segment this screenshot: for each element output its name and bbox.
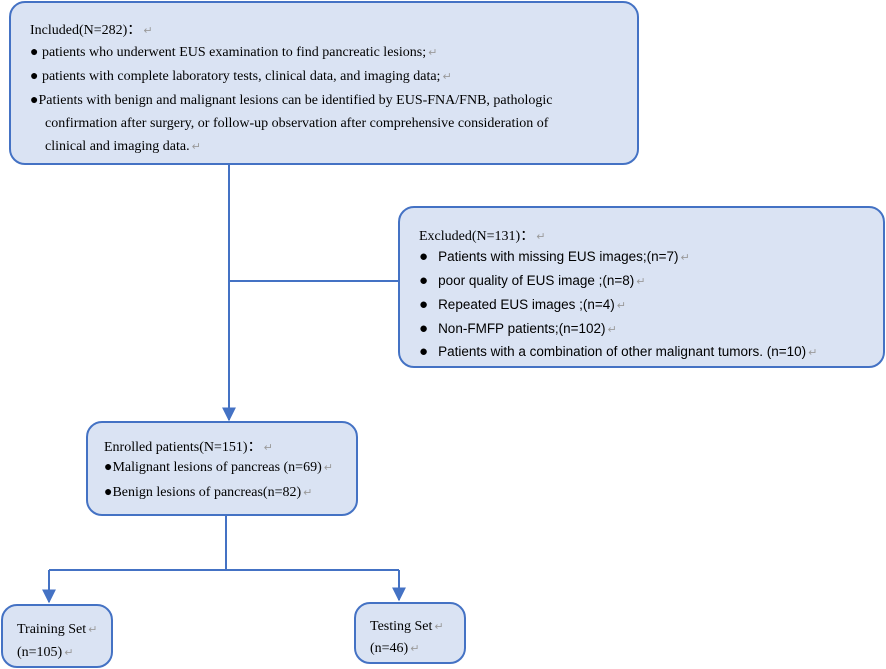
return-mark-icon: ↵	[143, 24, 153, 37]
return-mark-icon: ↵	[303, 486, 313, 499]
return-mark-icon: ↵	[88, 623, 98, 636]
excluded-item: Patients with a combination of other mal…	[438, 344, 807, 359]
return-mark-icon: ↵	[428, 46, 438, 59]
return-mark-icon: ↵	[434, 620, 444, 633]
enrolled-item: ●Benign lesions of pancreas(n=82)	[104, 485, 302, 500]
training-set-label: Training Set	[17, 622, 87, 637]
bullet-icon: ●	[419, 296, 429, 313]
training-set-count: (n=105)	[17, 645, 63, 660]
bullet-icon: ●	[419, 272, 429, 289]
included-item: ● patients with complete laboratory test…	[30, 69, 441, 84]
included-title: Included(N=282)：	[30, 23, 142, 38]
testing-set-label: Testing Set	[370, 619, 433, 634]
included-item-continued: confirmation after surgery, or follow-up…	[45, 116, 549, 131]
excluded-item: poor quality of EUS image ;(n=8)	[438, 273, 635, 288]
training-set-box: Training Set↵ (n=105)↵	[1, 604, 113, 668]
return-mark-icon: ↵	[323, 461, 333, 474]
bullet-icon: ●	[419, 320, 429, 337]
enrolled-box: Enrolled patients(N=151)：↵ ●Malignant le…	[86, 421, 358, 516]
return-mark-icon: ↵	[636, 275, 646, 288]
return-mark-icon: ↵	[442, 70, 452, 83]
enrolled-title: Enrolled patients(N=151)：	[104, 440, 262, 455]
bullet-icon: ●	[419, 248, 429, 265]
excluded-item: Patients with missing EUS images;(n=7)	[438, 249, 679, 264]
included-item: ●Patients with benign and malignant lesi…	[30, 93, 553, 108]
bullet-icon: ●	[419, 343, 429, 360]
included-box: Included(N=282)：↵ ● patients who underwe…	[9, 1, 639, 165]
return-mark-icon: ↵	[410, 642, 420, 655]
included-item-continued: clinical and imaging data.	[45, 139, 190, 154]
testing-set-count: (n=46)	[370, 641, 409, 656]
return-mark-icon: ↵	[263, 441, 273, 454]
return-mark-icon: ↵	[808, 346, 818, 359]
testing-set-box: Testing Set↵ (n=46)↵	[354, 602, 466, 664]
excluded-item: Repeated EUS images ;(n=4)	[438, 297, 615, 312]
return-mark-icon: ↵	[536, 230, 546, 243]
excluded-title: Excluded(N=131)：	[419, 229, 535, 244]
excluded-box: Excluded(N=131)：↵ ●Patients with missing…	[398, 206, 885, 368]
excluded-item: Non-FMFP patients;(n=102)	[438, 321, 606, 336]
return-mark-icon: ↵	[64, 646, 74, 659]
return-mark-icon: ↵	[680, 251, 690, 264]
included-item: ● patients who underwent EUS examination…	[30, 45, 427, 60]
return-mark-icon: ↵	[607, 323, 617, 336]
enrolled-item: ●Malignant lesions of pancreas (n=69)	[104, 460, 322, 475]
return-mark-icon: ↵	[616, 299, 627, 312]
return-mark-icon: ↵	[191, 140, 201, 153]
